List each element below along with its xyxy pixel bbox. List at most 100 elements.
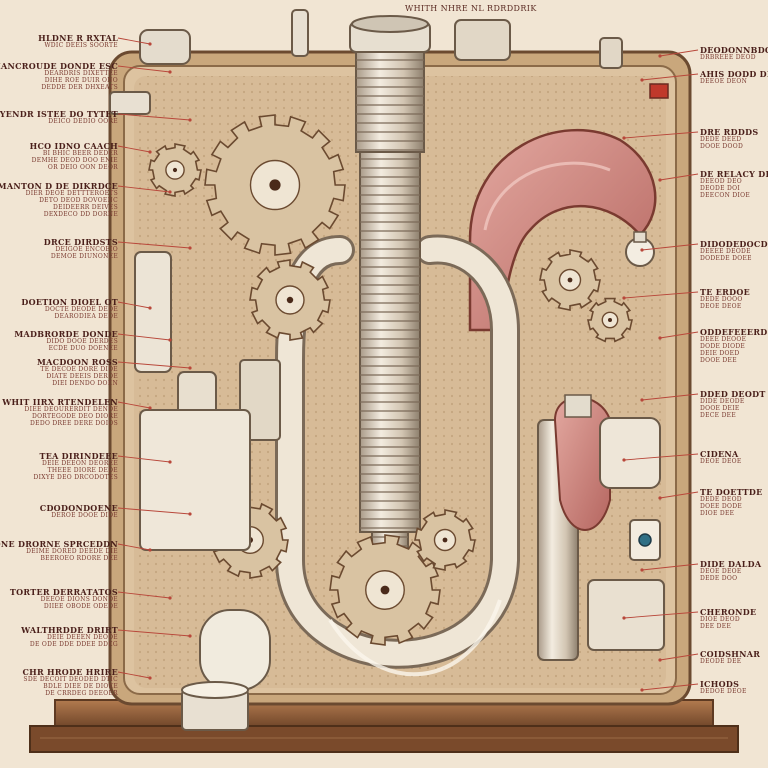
callout-subtext: DEEE DEOOE [700, 336, 747, 343]
callout-subtext: DETO DEOD DOVOENC [39, 197, 118, 204]
leader-dot [640, 568, 644, 572]
callout-subtext: WDIC DEEIS SOORTE [44, 42, 118, 49]
callout-heading: TEA DIRINDEEE [39, 451, 118, 461]
gear [329, 534, 441, 646]
callout-subtext: DEEOE DIONS DONDE [40, 596, 118, 603]
callout-subtext: DEEOE DEON [700, 78, 748, 85]
leader-line [117, 113, 191, 121]
leader-line [641, 393, 699, 401]
callout-subtext: DEIE DEEON DEOREE [42, 460, 118, 467]
callout-heading: MADBRORDE DONDE [14, 329, 118, 339]
callout-heading: BUKMANTON D DE DIKRDCE [0, 181, 118, 191]
leader-dot [168, 70, 172, 74]
callout-heading: DOETION DIOEL OT [21, 297, 118, 307]
leader-dot [148, 676, 152, 680]
callout-subtext: DEICO DEDIO OORE [48, 118, 118, 125]
callout-heading: COIDSHNAR [700, 649, 761, 659]
callout-heading: MANCROUDE DONDE ESC [0, 61, 118, 71]
leader-dot [640, 248, 644, 252]
callout-subtext: DEOE DEOE [700, 303, 742, 310]
leader-line [117, 455, 171, 463]
leader-line [117, 507, 191, 515]
callout-heading: CDODONDOENE [39, 503, 118, 513]
leader-dot [188, 634, 192, 638]
callout-heading: CHR HRODE HRIRE [22, 667, 118, 677]
leader-line [117, 671, 151, 679]
callout-subtext: DEDO DREE DERE DOIOS [30, 420, 118, 427]
leader-line [659, 173, 699, 181]
callout-subtext: DEDE DEOD [700, 496, 742, 503]
callout-heading: TE DOETTDE [700, 487, 763, 497]
callout-subtext: DIEI DENDO DOEN [52, 380, 118, 387]
callout-subtext: DEDE DEED [700, 136, 742, 143]
callout-subtext: DEDOE DEOE [700, 688, 747, 695]
callout-subtext: TE DECOE DORE DIDE [40, 366, 118, 373]
leader-dot [658, 178, 662, 182]
leader-dot [640, 688, 644, 692]
callout-heading: HCO IDNO CAACH [29, 141, 118, 151]
leader-dot [658, 336, 662, 340]
callout-subtext: DEEEE DEODE [700, 248, 751, 255]
callout-subtext: DEODE DOI [700, 185, 741, 192]
gear [148, 143, 202, 197]
callout-heading: DE RELACY DDE [700, 169, 768, 179]
gear [204, 114, 346, 256]
callout-subtext: DODE DIODE [700, 343, 746, 350]
leader-dot [168, 338, 172, 342]
callout-subtext: DEMOE DIUNONEE [50, 253, 118, 260]
leader-dot [622, 458, 626, 462]
leader-dot [640, 78, 644, 82]
leader-dot [188, 118, 192, 122]
leader-dot [658, 496, 662, 500]
leader-dot [168, 190, 172, 194]
leader-dot [148, 150, 152, 154]
callout-subtext: DEODE DEE [700, 658, 742, 665]
callout-subtext: DEDE DOO [700, 575, 738, 582]
central-column [349, 15, 431, 593]
callout-heading: DEODONNBDOOE [700, 45, 768, 55]
callout-heading: TE ERDOE [700, 287, 750, 297]
top-hardware [109, 9, 669, 115]
leader-line [117, 629, 191, 637]
callout-subtext: DIATE DEEIS DEROE [46, 373, 118, 380]
callout-subtext: DOOE DEIE [700, 405, 740, 412]
callout-heading: AHIS DODD DE [700, 69, 768, 79]
callout-subtext: DE CRRDEG DEEOER [45, 690, 118, 697]
callout-subtext: DIEE DEOURERDIT DENDE [24, 406, 118, 413]
callout-heading: DRCE DIRDSTS [43, 237, 118, 247]
callout-subtext: DEDE DOOO [700, 296, 743, 303]
leader-line [117, 301, 151, 309]
label-leader-lines [117, 37, 699, 692]
leader-line [117, 543, 151, 551]
callout-subtext: BEEROEO RDORE DEE [40, 555, 118, 562]
leader-line [623, 453, 699, 461]
callout-label: DEODONNBDOOEDRBREEE DEOD [700, 46, 768, 61]
callout-heading: CHERONDE [700, 607, 757, 617]
leader-dot [658, 658, 662, 662]
leader-line [641, 73, 699, 81]
callout-subtext: DEOE DEOE [700, 458, 742, 465]
callout-subtext: DEECON DIOE [700, 192, 751, 199]
leader-line [117, 241, 191, 249]
leader-dot [148, 42, 152, 46]
